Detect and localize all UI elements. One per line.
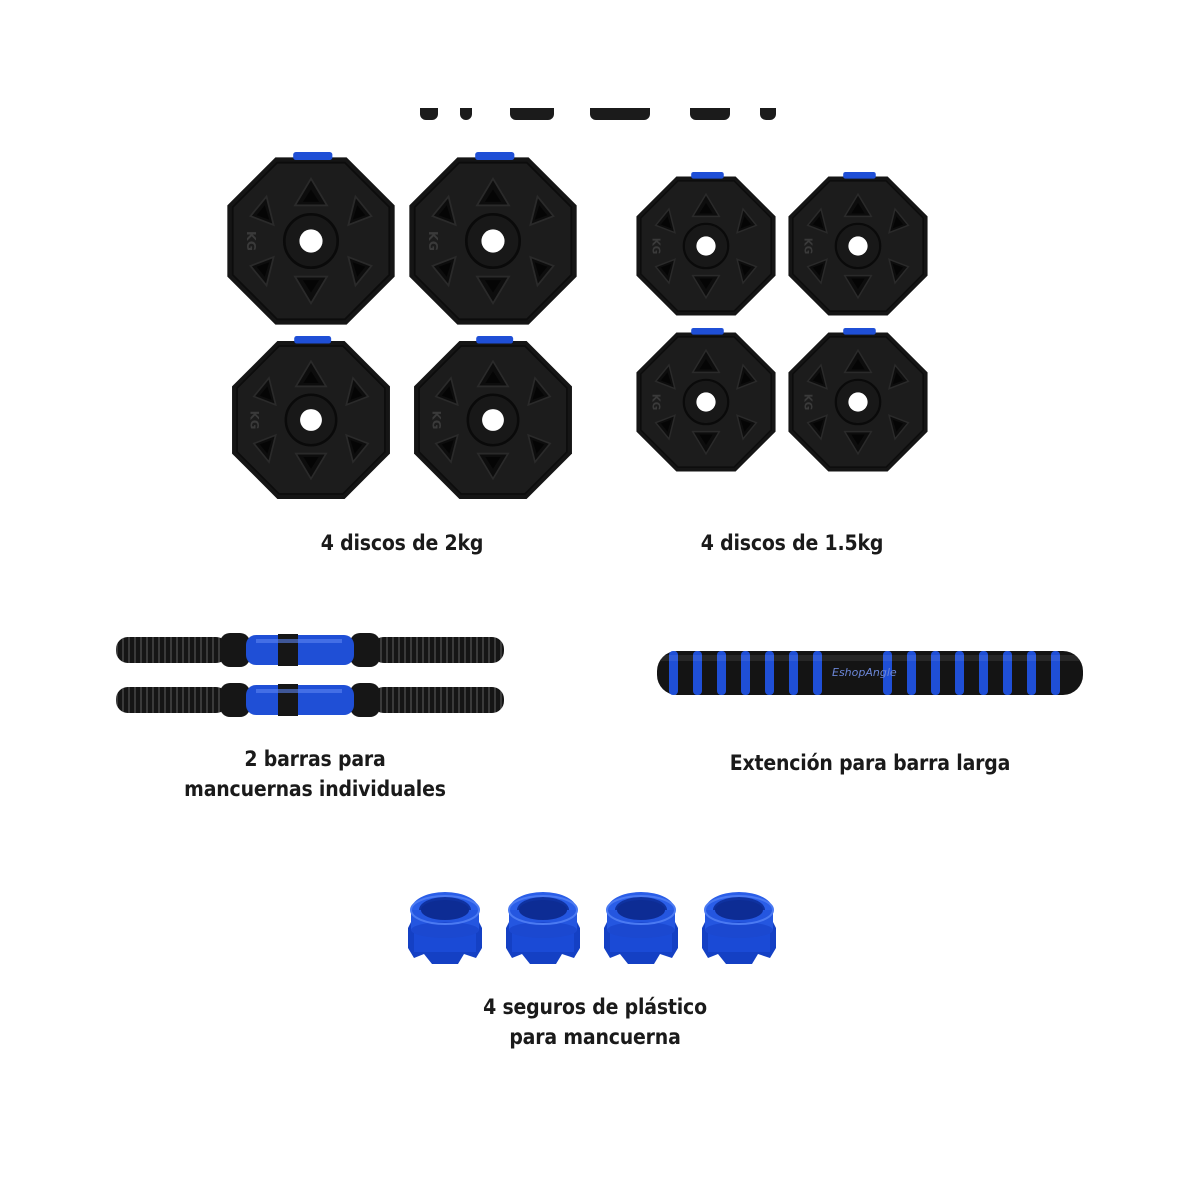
weight-plate-icon [632, 328, 780, 476]
extension-label: Extención para barra larga [729, 751, 1011, 775]
bars-label-line1: 2 barras para [244, 747, 386, 771]
plates-1-5kg-caption: 4 discos de 1.5kg [666, 528, 918, 558]
foam-extension-icon [657, 651, 1083, 695]
plates-2kg-label: 4 discos de 2kg [320, 531, 484, 555]
dumbbell-bar-icon [116, 683, 504, 717]
dumbbell-bars-group [116, 633, 504, 717]
collars-label-line2: para mancuerna [509, 1025, 681, 1049]
plates-2kg-caption: 4 discos de 2kg [276, 528, 528, 558]
cropped-title-remnant [360, 98, 840, 120]
weight-plate-icon [632, 172, 780, 320]
collar-lock-icon [498, 886, 588, 970]
weight-plate-icon [404, 336, 582, 504]
plates-1-5kg-group [632, 172, 932, 472]
collar-lock-icon [694, 886, 784, 970]
weight-plate-icon [404, 152, 582, 330]
collars-label-line1: 4 seguros de plástico [483, 995, 707, 1019]
dumbbell-bar-icon [116, 633, 504, 667]
weight-plate-icon [784, 172, 932, 320]
plates-1-5kg-label: 4 discos de 1.5kg [700, 531, 884, 555]
weight-plate-icon [784, 328, 932, 476]
extension-caption: Extención para barra larga [717, 748, 1023, 778]
extension-brand-text: EshopAngle [832, 666, 897, 679]
weight-plate-icon [222, 336, 400, 504]
collars-caption: 4 seguros de plástico para mancuerna [447, 992, 744, 1052]
weight-plate-icon [222, 152, 400, 330]
collars-group [400, 886, 790, 970]
collar-lock-icon [596, 886, 686, 970]
bars-caption: 2 barras para mancuernas individuales [167, 744, 464, 804]
plates-2kg-group [222, 152, 582, 502]
collar-lock-icon [400, 886, 490, 970]
bars-label-line2: mancuernas individuales [184, 777, 446, 801]
